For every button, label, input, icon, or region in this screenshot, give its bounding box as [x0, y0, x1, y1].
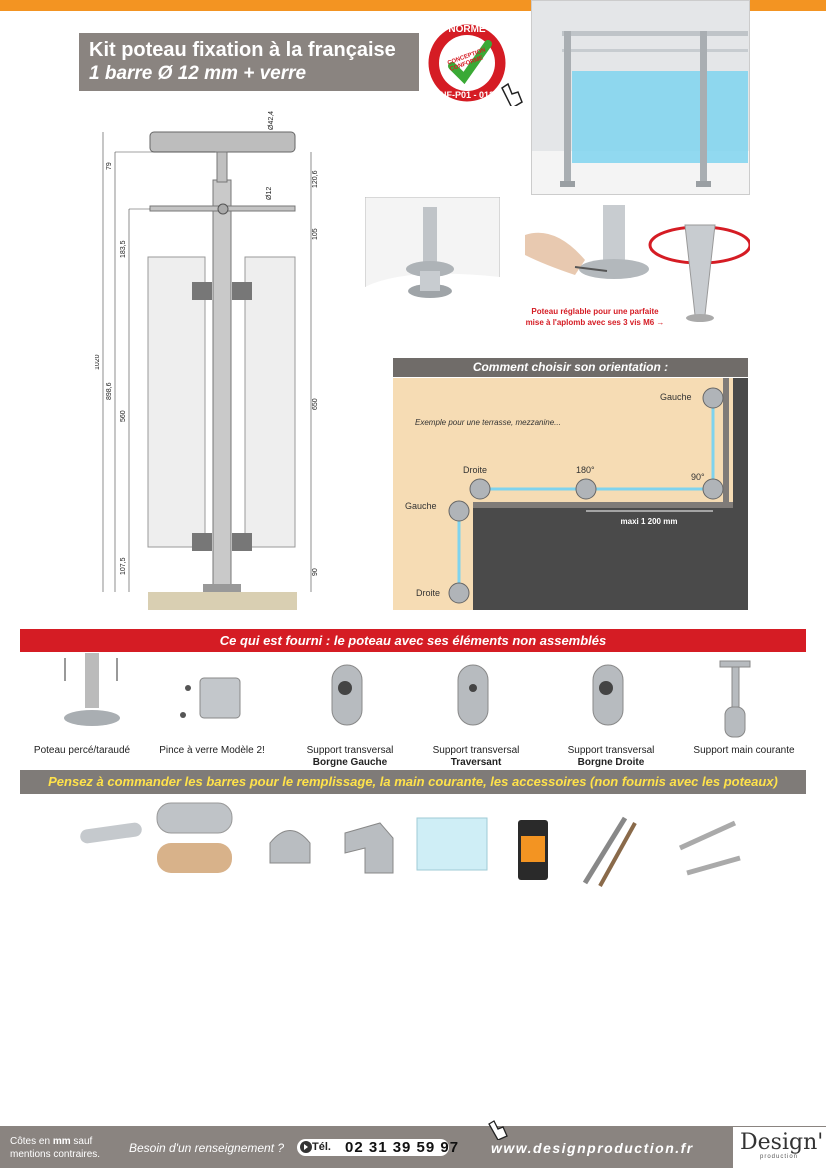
supplied-item-1-line1: Pince à verre Modèle 2!: [159, 745, 265, 756]
dim-label: 107,5: [120, 557, 127, 575]
orient-180: 180°: [576, 465, 595, 475]
wood-handrail-image: [157, 843, 232, 873]
dim-label: 1020: [95, 354, 101, 370]
adjust-caption: Poteau réglable pour une parfaite mise à…: [510, 306, 680, 328]
footer-question: Besoin d'un renseignement ?: [129, 1141, 285, 1155]
dim-label: 79: [106, 162, 113, 170]
glass-sample-image: [416, 817, 488, 871]
logo-box: [733, 1127, 826, 1168]
supplied-item-1: Pince à verre Modèle 2!: [152, 745, 272, 757]
phone-pill[interactable]: [297, 1139, 449, 1156]
footer-note-mm: mm: [52, 1136, 71, 1147]
supplied-items-images: [64, 653, 751, 738]
supplied-item-3: Support transversal Traversant: [416, 745, 536, 769]
railing-illustration: [532, 31, 749, 194]
orient-droite-mid: Droite: [463, 465, 487, 475]
drill-bit-image: [582, 816, 628, 885]
orientation-header: Comment choisir son orientation :: [393, 358, 748, 377]
supplied-item-5-line1: Support main courante: [693, 745, 795, 756]
orient-90: 90°: [691, 472, 705, 482]
adjust-caption-line1: Poteau réglable pour une parfaite: [531, 307, 659, 316]
orient-droite-bottom: Droite: [416, 588, 440, 598]
footer-note-c: sauf: [70, 1136, 93, 1147]
pointer-hand-icon: [488, 1120, 508, 1140]
dim-label: Ø42,4: [268, 111, 275, 130]
post-item-image: [64, 653, 120, 726]
dim-label: Ø12: [266, 187, 273, 200]
adjustment-photo: [525, 205, 750, 322]
dim-label: 105: [312, 228, 319, 240]
railing-photo: [531, 0, 750, 195]
supplied-item-4-line2: Borgne Droite: [577, 757, 645, 768]
arrow-right-icon: [300, 1141, 312, 1153]
orient-gauche-left: Gauche: [405, 501, 437, 511]
accessories-images: [80, 802, 741, 887]
dim-label: 560: [120, 410, 127, 422]
post-base-photo: [365, 197, 500, 353]
dim-label: 650: [312, 398, 319, 410]
dim-label: 90: [312, 568, 319, 576]
elbow-image: [344, 822, 394, 874]
supplied-item-4: Support transversal Borgne Droite: [551, 745, 671, 769]
supplied-item-2-line2: Borgne Gauche: [312, 757, 388, 768]
tube-image: [156, 802, 233, 834]
title-line1: Kit poteau fixation à la française: [89, 39, 396, 61]
technical-drawing: Ø42,4 79 120,6 Ø12 183,5 105 1020 898,6 …: [95, 111, 319, 610]
bar-image: [80, 822, 142, 844]
dim-label: 183,5: [120, 240, 127, 258]
orientation-diagram: Gauche Droite 180° 90° Gauche Droite Exe…: [393, 378, 748, 610]
website-link[interactable]: www.designproduction.fr: [491, 1140, 694, 1156]
supplied-item-2: Support transversal Borgne Gauche: [290, 745, 410, 769]
phone-label: Tél.: [312, 1141, 331, 1153]
pointer-hand-icon: [501, 82, 523, 106]
dim-label: 120,6: [312, 170, 319, 188]
accessories-header: Pensez à commander les barres pour le re…: [20, 770, 806, 794]
orient-gauche-top: Gauche: [660, 392, 692, 402]
supplied-header: Ce qui est fourni : le poteau avec ses é…: [20, 629, 806, 652]
anchor-bolt-image: [678, 820, 737, 851]
supplied-item-0-line1: Poteau percé/taraudé: [33, 745, 131, 756]
supplied-item-4-line1: Support transversal: [567, 745, 655, 756]
company-logo: Design': [740, 1130, 824, 1155]
title-line2: 1 barre Ø 12 mm + verre: [89, 63, 307, 84]
norm-badge: NORME CONCEPTION CONFORME NF-P01 - 012: [425, 21, 523, 106]
supplied-item-3-line2: Traversant: [450, 757, 502, 768]
footer-note: Côtes en mm sauf mentions contraires.: [10, 1135, 100, 1161]
company-logo-sub: production: [760, 1154, 799, 1160]
supplied-item-3-line1: Support transversal: [432, 745, 520, 756]
phone-number[interactable]: 02 31 39 59 97: [345, 1139, 460, 1156]
supplied-item-5: Support main courante: [684, 745, 804, 757]
end-cap-image: [269, 830, 311, 864]
supplied-item-2-line1: Support transversal: [306, 745, 394, 756]
orient-maxi: maxi 1 200 mm: [621, 517, 678, 526]
orient-example: Exemple pour une terrasse, mezzanine...: [415, 418, 561, 427]
top-accent-bar: [0, 0, 826, 11]
adjust-caption-line2: mise à l'aplomb avec ses 3 vis M6 →: [525, 318, 665, 327]
supplied-item-0: Poteau percé/taraudé: [22, 745, 142, 757]
badge-top-text: NORME: [448, 24, 486, 35]
badge-bottom-text: NF-P01 - 012: [440, 90, 494, 100]
title-box: Kit poteau fixation à la française 1 bar…: [79, 33, 419, 91]
footer-note-a: Côtes en: [10, 1136, 53, 1147]
glass-clamp-image: [180, 677, 241, 719]
dim-label: 898,6: [106, 382, 113, 400]
footer-note-line2: mentions contraires.: [10, 1149, 101, 1160]
orientation-plan: Gauche Droite 180° 90° Gauche Droite Exe…: [393, 378, 733, 610]
